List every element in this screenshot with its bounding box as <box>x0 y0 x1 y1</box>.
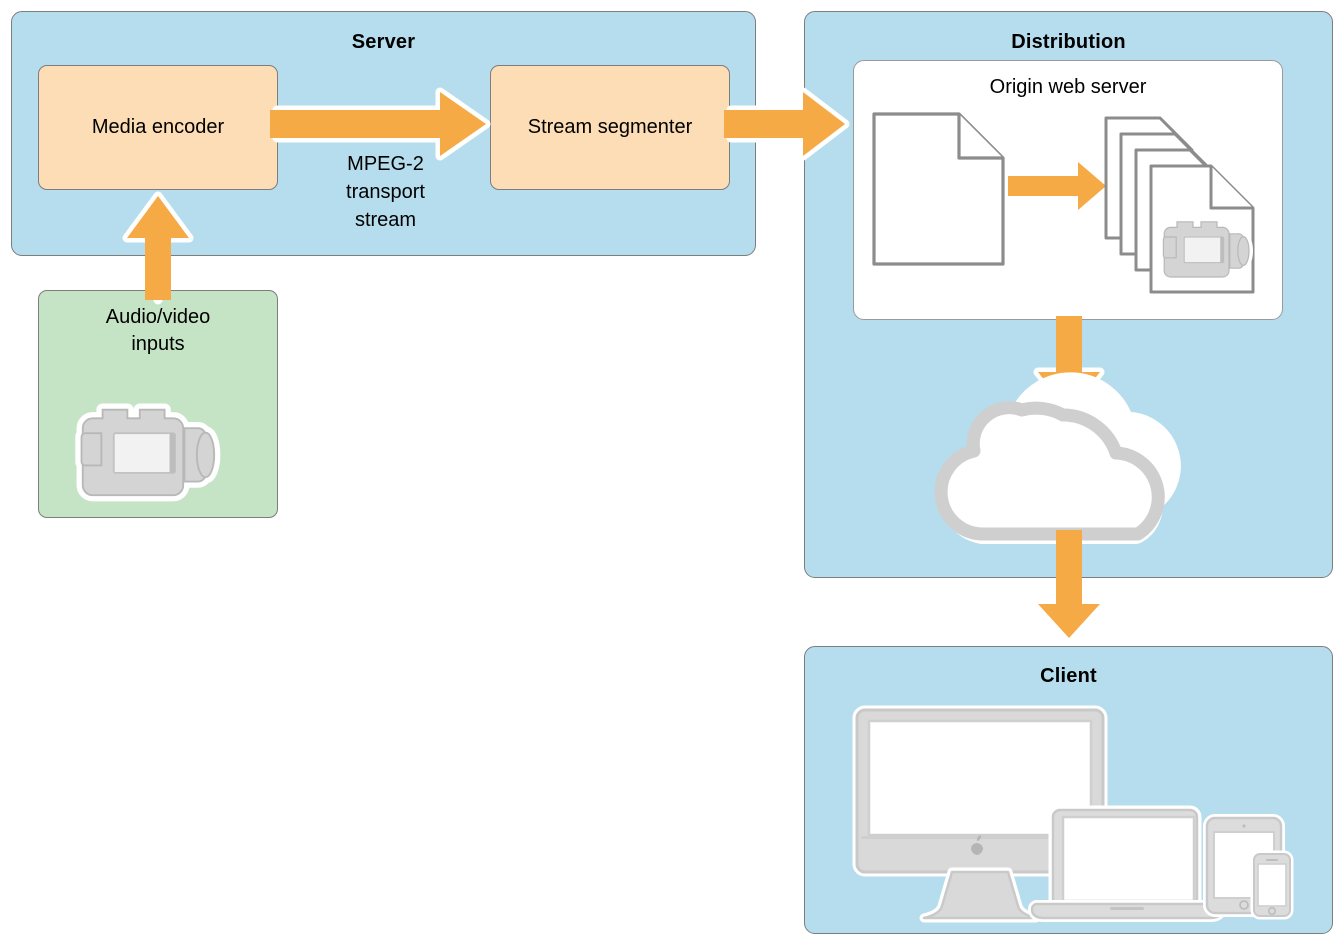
origin-web-server-label: Origin web server <box>989 76 1147 98</box>
audio-video-inputs-label: Audio/video inputs <box>38 304 278 358</box>
mpeg2-transport-stream-label: MPEG-2 transport stream <box>303 150 468 234</box>
inputs-line-1: Audio/video <box>105 306 211 328</box>
stream-segmenter-box[interactable]: Stream segmenter <box>490 65 730 190</box>
ts-segment-label: .ts <box>1189 252 1211 274</box>
index-file-label: Index file <box>873 165 993 219</box>
mpeg2-line-3: stream <box>354 209 417 231</box>
mpeg2-line-2: transport <box>346 181 425 203</box>
http-cloud-label: HTTP <box>1043 478 1097 500</box>
index-line-2: file <box>920 194 946 216</box>
stream-segmenter-label: Stream segmenter <box>527 116 693 138</box>
index-line-1: Index <box>908 167 958 189</box>
media-encoder-label: Media encoder <box>91 116 225 138</box>
client-panel-title: Client <box>1040 665 1097 687</box>
distribution-panel-title: Distribution <box>1011 31 1126 53</box>
client-panel <box>804 646 1333 934</box>
server-panel-title: Server <box>351 31 416 53</box>
mpeg2-line-1: MPEG-2 <box>347 153 424 175</box>
inputs-line-2: inputs <box>131 333 185 355</box>
media-encoder-box[interactable]: Media encoder <box>38 65 278 190</box>
